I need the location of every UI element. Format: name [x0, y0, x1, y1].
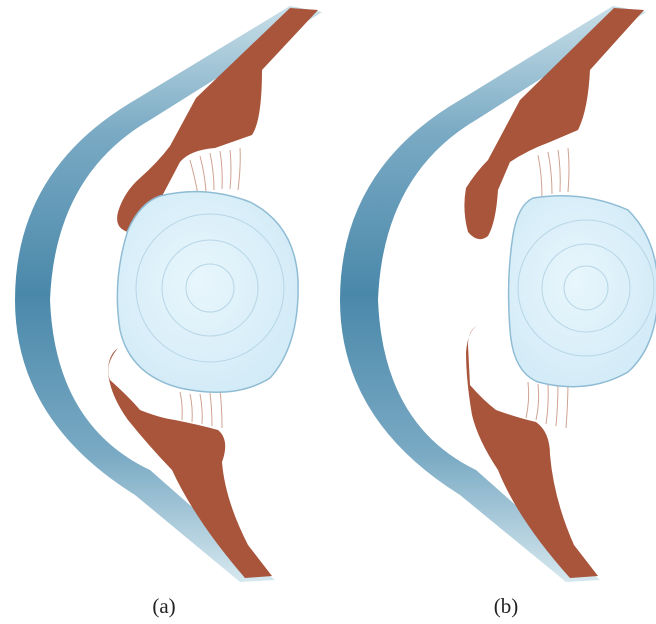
caption-b: (b) — [466, 594, 546, 619]
panel-b: (b) — [328, 0, 656, 590]
zonule-fibers-upper — [190, 148, 240, 195]
panel-a: (a) — [0, 0, 328, 590]
zonule-fibers-lower — [180, 390, 222, 428]
eye-diagram-b — [328, 0, 656, 590]
zonule-fibers-upper — [538, 148, 569, 198]
caption-a: (a) — [124, 594, 204, 619]
lens — [509, 196, 656, 387]
zonule-fibers-lower — [526, 380, 568, 428]
eye-diagram-a — [0, 0, 328, 590]
